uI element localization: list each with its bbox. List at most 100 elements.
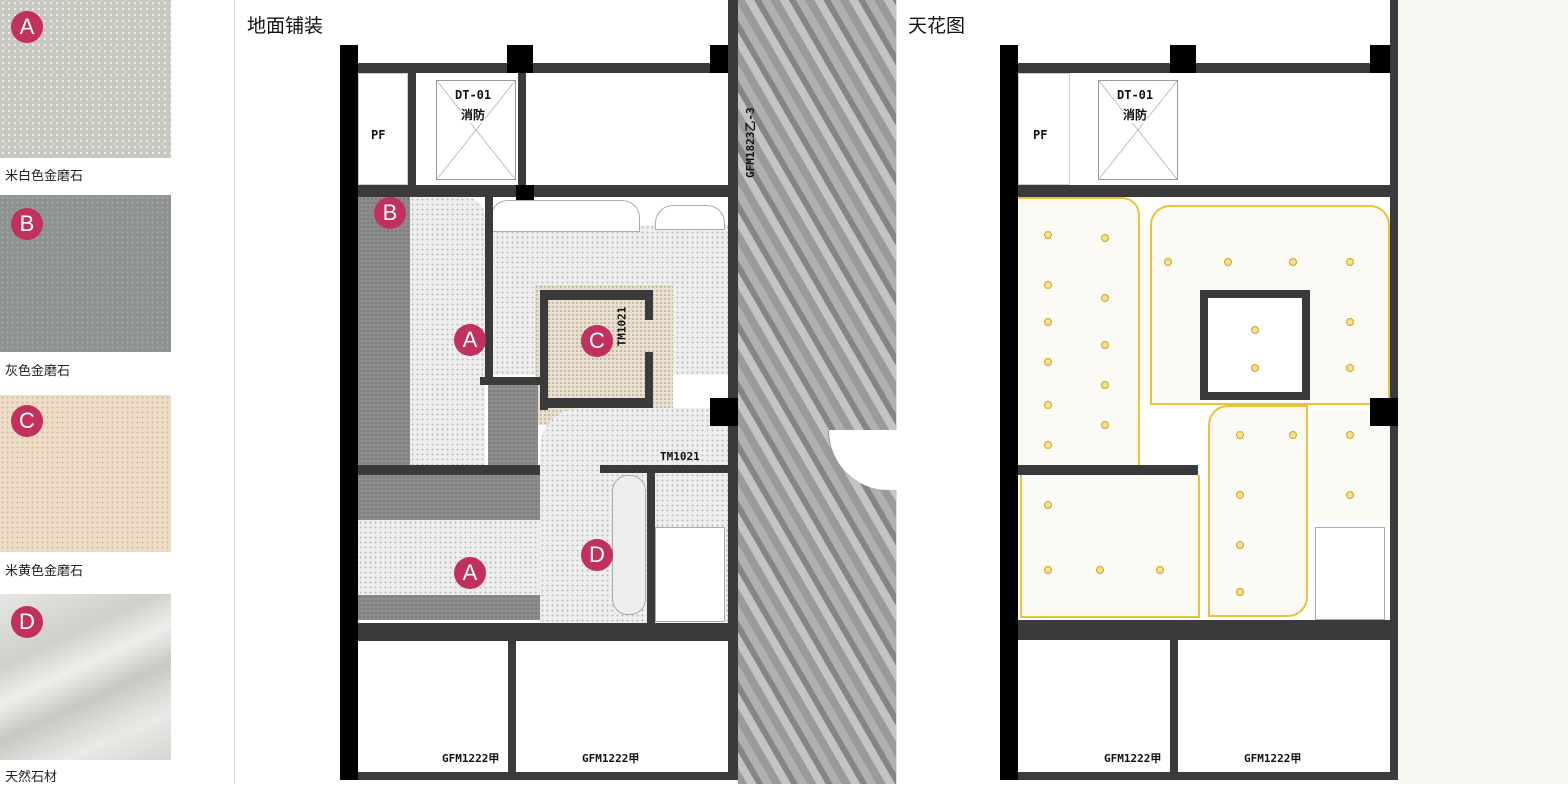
wall — [358, 63, 738, 73]
ceiling-light-icon — [1236, 541, 1244, 549]
ceiling-zone — [1018, 197, 1140, 467]
column — [507, 45, 533, 73]
door-label-bottom: GFM1222甲 — [442, 752, 500, 765]
floor-area-b — [358, 197, 410, 467]
wall — [540, 290, 548, 410]
ceiling-light-icon — [1101, 234, 1109, 242]
outer-wall-left — [1000, 45, 1018, 780]
wall — [600, 465, 728, 473]
ceiling-zone — [1208, 405, 1308, 617]
ceiling-light-icon — [1346, 258, 1354, 266]
wall — [645, 290, 653, 320]
door-label-bottom: GFM1222甲 — [1244, 752, 1302, 765]
wall — [358, 623, 728, 641]
swatch-label: 天然石材 — [5, 770, 58, 785]
wall — [728, 0, 738, 780]
wall — [1018, 63, 1390, 73]
adjacent-area — [1398, 0, 1568, 784]
ceiling-light-icon — [1096, 566, 1104, 574]
ceiling-light-icon — [1346, 318, 1354, 326]
door-label-side: GFM1823乙-3 — [744, 107, 757, 178]
wall — [1018, 465, 1198, 475]
lift-code: DT-01 — [455, 88, 492, 102]
lift-name: 消防 — [1123, 106, 1148, 123]
swatch-label: 灰色金磨石 — [5, 364, 71, 379]
wall — [358, 772, 728, 780]
urinal-room — [655, 527, 725, 622]
wall — [1018, 185, 1390, 197]
pf-room — [1018, 73, 1070, 185]
ceiling-light-icon — [1224, 258, 1232, 266]
ceiling-light-icon — [1346, 431, 1354, 439]
divider — [234, 0, 235, 784]
floor-plan-title: 地面铺装 — [247, 15, 324, 37]
swatch-label: 米白色金磨石 — [5, 169, 84, 184]
ceiling-light-icon — [1101, 294, 1109, 302]
wall — [518, 73, 526, 185]
ceiling-light-icon — [1044, 318, 1052, 326]
wall — [480, 377, 540, 385]
ceiling-light-icon — [1156, 566, 1164, 574]
material-marker: A — [454, 324, 486, 356]
corridor-hatch — [738, 0, 896, 784]
ceiling-light-icon — [1236, 491, 1244, 499]
material-marker: D — [581, 539, 613, 571]
ceiling-light-icon — [1236, 431, 1244, 439]
wall — [408, 73, 416, 185]
vanity — [655, 205, 725, 230]
ceiling-light-icon — [1346, 364, 1354, 372]
ceiling-light-icon — [1101, 341, 1109, 349]
column — [710, 398, 738, 426]
outer-wall-left — [340, 45, 358, 780]
material-marker: A — [454, 557, 486, 589]
wall — [485, 197, 493, 377]
ceiling-light-icon — [1236, 588, 1244, 596]
urinal-room — [1315, 527, 1385, 620]
ceiling-light-icon — [1044, 501, 1052, 509]
wall — [508, 641, 516, 780]
ceiling-light-icon — [1044, 281, 1052, 289]
column — [1370, 398, 1398, 426]
door-label-tm: TM1021 — [660, 450, 700, 463]
lift-code: DT-01 — [1117, 88, 1154, 102]
swatch-badge: D — [11, 606, 43, 638]
ceiling-light-icon — [1044, 358, 1052, 366]
pf-room — [358, 73, 408, 185]
wall — [1018, 772, 1390, 780]
wall — [540, 398, 653, 408]
ceiling-zone — [1312, 410, 1390, 520]
wall — [645, 352, 653, 410]
floor-area-b — [358, 475, 540, 520]
ceiling-light-icon — [1289, 258, 1297, 266]
ceiling-light-icon — [1044, 401, 1052, 409]
door-label-bottom: GFM1222甲 — [582, 752, 640, 765]
ceiling-light-icon — [1251, 326, 1259, 334]
wall — [1170, 640, 1178, 780]
door-label-bottom: GFM1222甲 — [1104, 752, 1162, 765]
ceiling-light-icon — [1251, 364, 1259, 372]
floor-area-b — [358, 595, 540, 620]
swatch-badge: A — [11, 11, 43, 43]
pf-label: PF — [1033, 128, 1048, 142]
wall — [1018, 620, 1390, 640]
swatch-c — [0, 395, 171, 552]
ceiling-zone — [1020, 475, 1200, 618]
swatch-label: 米黄色金磨石 — [5, 564, 84, 579]
adjacent-curve — [1490, 430, 1568, 490]
corridor-edge — [828, 0, 896, 440]
vanity — [490, 200, 640, 232]
floor-area-b — [488, 385, 538, 467]
wall — [1200, 290, 1310, 400]
wall — [647, 473, 655, 623]
ceiling-light-icon — [1164, 258, 1172, 266]
wall — [1390, 0, 1398, 780]
ceiling-light-icon — [1044, 441, 1052, 449]
material-marker: C — [581, 325, 613, 357]
wall — [540, 290, 652, 300]
door-label-tm: TM1021 — [615, 306, 629, 347]
ceiling-light-icon — [1289, 431, 1297, 439]
ceiling-light-icon — [1101, 421, 1109, 429]
swatch-badge: B — [11, 208, 43, 240]
ceiling-light-icon — [1044, 231, 1052, 239]
wall — [358, 465, 540, 475]
